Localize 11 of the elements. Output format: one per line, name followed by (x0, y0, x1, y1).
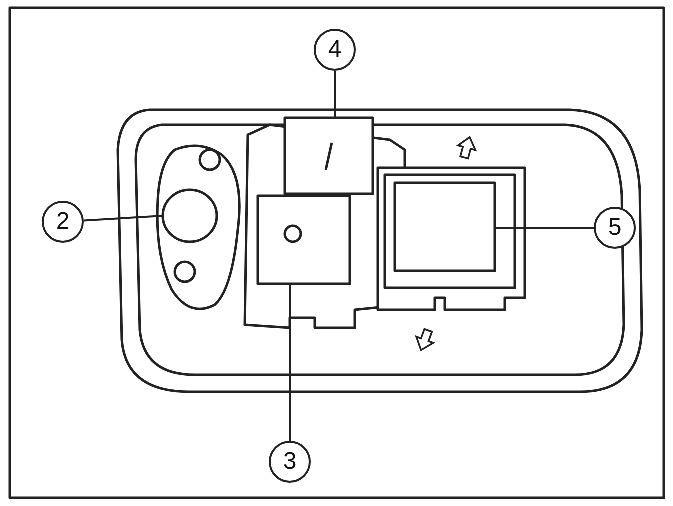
leader-line (334, 71, 336, 118)
push-button-dome (162, 188, 218, 244)
rocker-switch-bottom (256, 194, 352, 286)
callout-number: 4 (314, 29, 356, 71)
callout-number: 2 (42, 201, 84, 243)
callout-number: 3 (269, 441, 311, 483)
rocker-switch-top (284, 116, 374, 196)
leader-line (289, 284, 291, 441)
leader-line (495, 227, 594, 229)
square-button (394, 182, 496, 272)
leader-line (84, 215, 164, 222)
